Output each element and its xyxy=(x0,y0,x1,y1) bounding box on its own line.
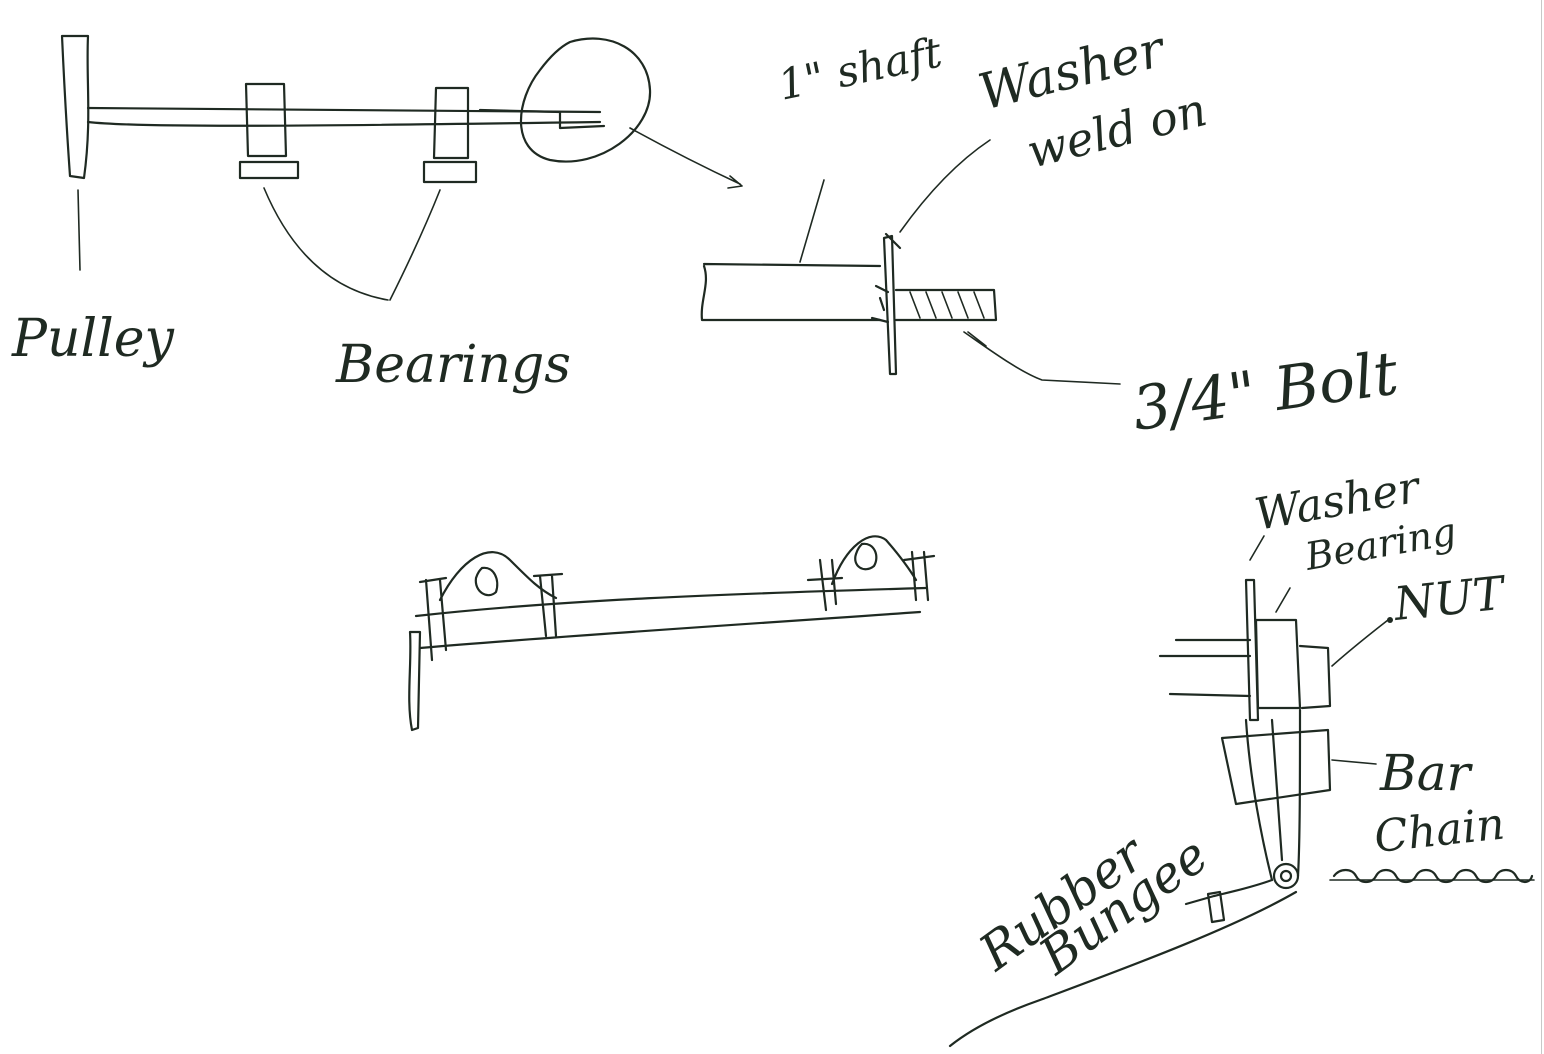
lever-line xyxy=(948,890,1298,1048)
axle-assembly xyxy=(408,535,936,732)
tensioner-assembly xyxy=(948,535,1535,1048)
bolt-leader xyxy=(963,331,1121,385)
bar-clamp xyxy=(1220,728,1332,806)
pivot-hole xyxy=(1279,869,1293,883)
bearing-leader xyxy=(1275,587,1291,613)
axle-bar xyxy=(414,586,928,650)
label-pulley: Pulley xyxy=(11,309,175,369)
right-pillow-block xyxy=(830,535,918,586)
bolt-washer-detail xyxy=(700,139,1121,385)
detail-circle xyxy=(519,37,652,163)
chain-links xyxy=(1332,868,1534,884)
label-bearings: Bearings xyxy=(335,335,571,395)
label-chain: Chain xyxy=(1372,799,1507,863)
left-pulley xyxy=(408,630,422,732)
shaft-assembly-side-view xyxy=(60,34,743,301)
pulley-leader xyxy=(77,189,81,271)
bearings-leader xyxy=(263,187,441,301)
label-bar: Bar xyxy=(1379,744,1474,802)
washer-plate xyxy=(882,232,902,376)
nut-block xyxy=(1298,644,1332,710)
pivot-ring xyxy=(1272,862,1300,890)
right-bolts xyxy=(806,550,936,612)
bearing-right xyxy=(422,86,478,184)
bar-leader xyxy=(1331,759,1377,765)
washer-leader xyxy=(899,139,991,233)
bolt-body xyxy=(894,288,998,322)
weld-marks xyxy=(870,284,890,324)
left-bolts xyxy=(418,572,564,662)
pulley-shape xyxy=(60,34,90,180)
bearing-block xyxy=(1254,618,1302,710)
nut-leader xyxy=(1331,619,1389,667)
page-edge xyxy=(1541,0,1542,1054)
left-pillow-hole xyxy=(474,566,499,597)
bolt-threads xyxy=(909,291,985,319)
bungee-handle xyxy=(1206,890,1226,924)
right-pillow-hole xyxy=(854,542,878,571)
label-bolt: 3/4" Bolt xyxy=(1128,338,1403,445)
nut-leader-dot xyxy=(1387,617,1393,623)
detail-arrow xyxy=(629,127,743,189)
label-nut: NUT xyxy=(1391,565,1510,631)
vertical-washer xyxy=(1244,578,1260,722)
stub-shafts xyxy=(1158,638,1252,698)
shaft-leader xyxy=(799,179,825,263)
shaft-end xyxy=(700,262,882,322)
shaft-end-stub xyxy=(478,108,606,130)
arm xyxy=(1244,708,1302,882)
bearing-left xyxy=(238,82,300,180)
washer-leader-2 xyxy=(1249,535,1265,561)
label-shaft: 1" shaft xyxy=(774,27,946,109)
